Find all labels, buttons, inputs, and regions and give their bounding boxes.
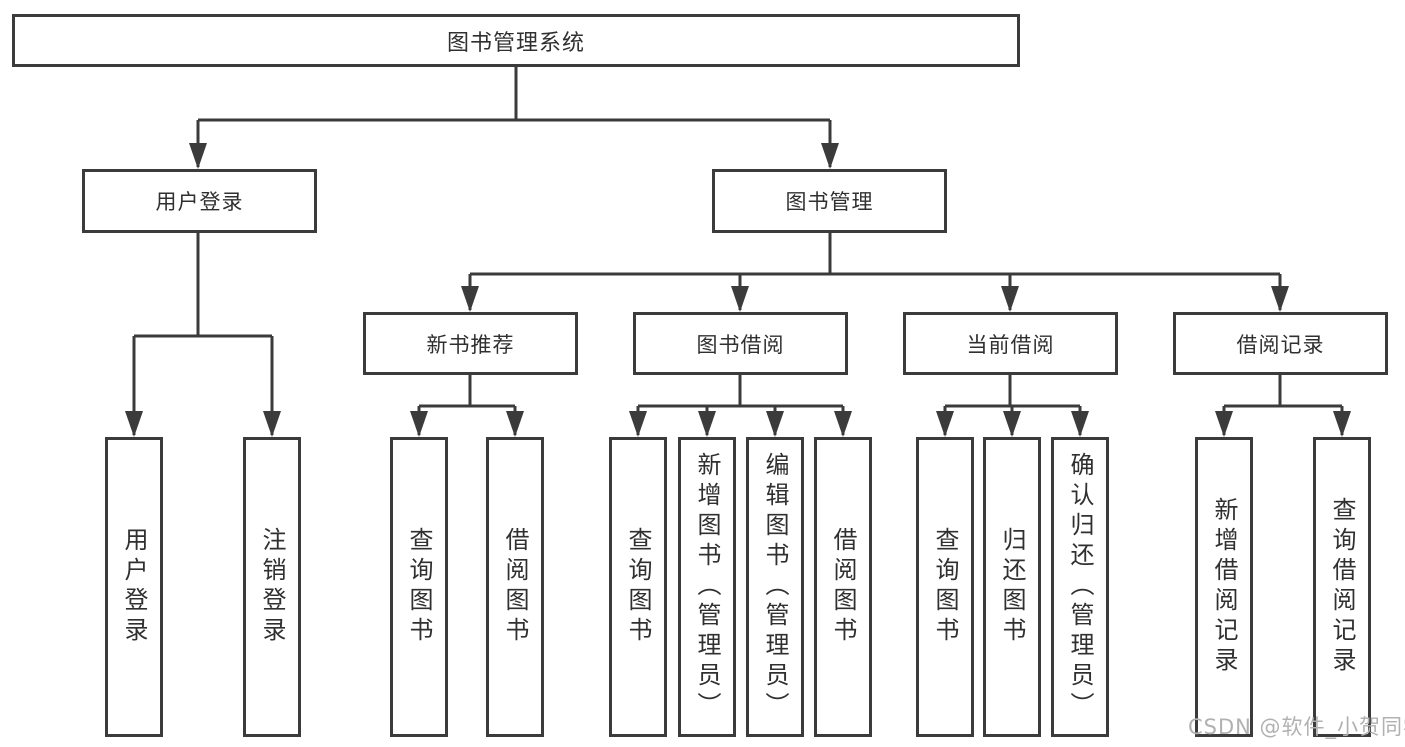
connector-lines (132, 66, 1344, 435)
arrow-icon (766, 411, 784, 437)
arrow-icon (1001, 286, 1019, 312)
node-leaf-borrow-books-recommend: 借阅图书 (486, 437, 544, 737)
arrow-icon (1215, 411, 1233, 437)
node-leaf-confirm-return-admin: 确认归还（管理员） (1051, 437, 1109, 737)
arrow-icon (506, 411, 524, 437)
arrow-icon (1271, 286, 1289, 312)
node-book-borrowing: 图书借阅 (633, 312, 848, 375)
connector-user-login-branch (132, 233, 274, 435)
csdn-watermark: CSDN @软件_小贺同学 (1188, 715, 1405, 739)
node-leaf-add-books-admin: 新增图书（管理员） (678, 437, 736, 737)
arrow-icon (629, 411, 647, 437)
connector-new-books-branch (417, 375, 517, 435)
node-leaf-logout: 注销登录 (243, 437, 301, 737)
node-user-login: 用户登录 (82, 169, 317, 233)
node-library-management-system: 图书管理系统 (12, 14, 1020, 67)
node-leaf-query-books-borrowing: 查询图书 (609, 437, 667, 737)
arrow-icon (410, 411, 428, 437)
node-book-management: 图书管理 (712, 169, 947, 233)
node-leaf-query-borrow-record: 查询借阅记录 (1313, 437, 1371, 737)
node-borrowing-records: 借阅记录 (1173, 312, 1388, 375)
arrow-icon (461, 286, 479, 312)
node-leaf-add-borrow-record: 新增借阅记录 (1195, 437, 1253, 737)
node-leaf-edit-books-admin: 编辑图书（管理员） (746, 437, 804, 737)
arrow-icon (936, 411, 954, 437)
arrow-icon (698, 411, 716, 437)
arrow-icon (834, 411, 852, 437)
node-leaf-query-books-current: 查询图书 (916, 437, 974, 737)
node-leaf-query-books-recommend: 查询图书 (390, 437, 448, 737)
connector-borrow-records-branch (1222, 375, 1344, 435)
arrow-icon (1333, 411, 1351, 437)
arrow-icon (189, 143, 207, 169)
arrow-icon (821, 143, 839, 169)
arrow-icon (1003, 411, 1021, 437)
arrow-icon (731, 286, 749, 312)
node-leaf-borrow-books-borrowing: 借阅图书 (814, 437, 872, 737)
arrowheads (125, 143, 1351, 437)
connector-book-borrow-branch (636, 375, 845, 435)
node-new-book-recommendation: 新书推荐 (363, 312, 578, 375)
node-current-borrowing: 当前借阅 (903, 312, 1118, 375)
connector-book-mgmt-branch (468, 233, 1282, 310)
node-leaf-return-books: 归还图书 (983, 437, 1041, 737)
arrow-icon (1071, 411, 1089, 437)
connector-root-to-level2 (196, 66, 832, 167)
node-leaf-user-login: 用户登录 (105, 437, 163, 737)
arrow-icon (125, 411, 143, 437)
arrow-icon (263, 411, 281, 437)
